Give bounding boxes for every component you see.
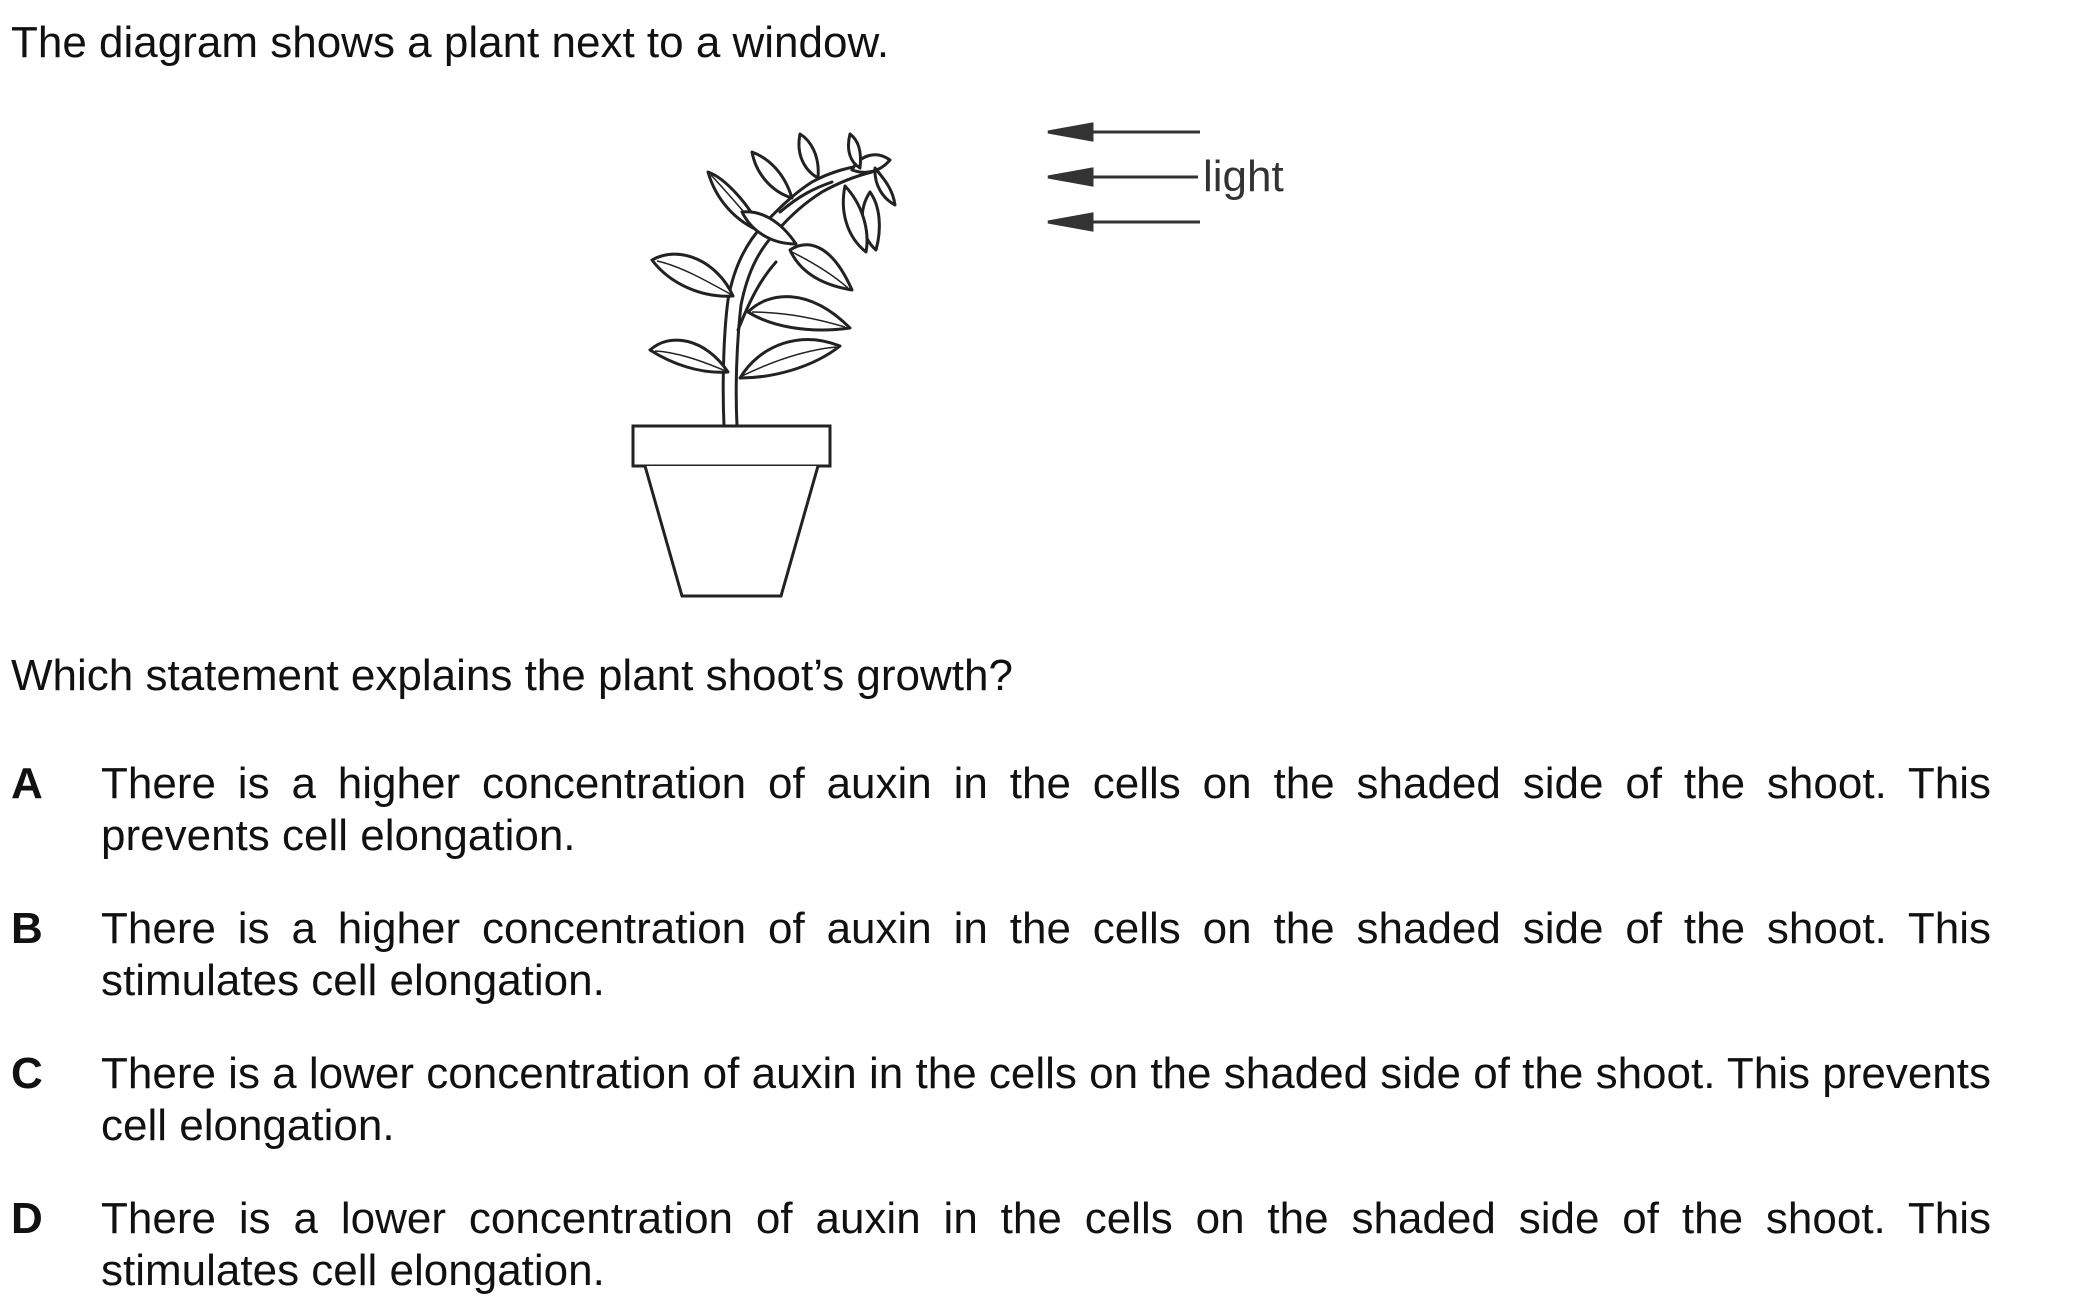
light-label: light [1203, 152, 1284, 201]
option-text: There is a higher concentration of auxin… [101, 759, 1991, 860]
option-letter: B [11, 904, 43, 953]
plant-stem-icon [721, 163, 874, 428]
plant-pot-icon [631, 424, 832, 598]
plant-leaves-icon [648, 132, 897, 380]
plant-diagram: light [0, 0, 2100, 640]
option-letter: A [11, 759, 43, 808]
option-letter: D [11, 1194, 43, 1243]
option-text: There is a lower concentration of auxin … [101, 1194, 1991, 1295]
intro-text: The diagram shows a plant next to a wind… [11, 18, 890, 67]
option-text: There is a lower concentration of auxin … [101, 1049, 1991, 1150]
light-arrows-icon [1047, 122, 1200, 232]
option-text: There is a higher concentration of auxin… [101, 904, 1991, 1005]
option-letter: C [11, 1049, 43, 1098]
question-text: Which statement explains the plant shoot… [11, 651, 1013, 700]
